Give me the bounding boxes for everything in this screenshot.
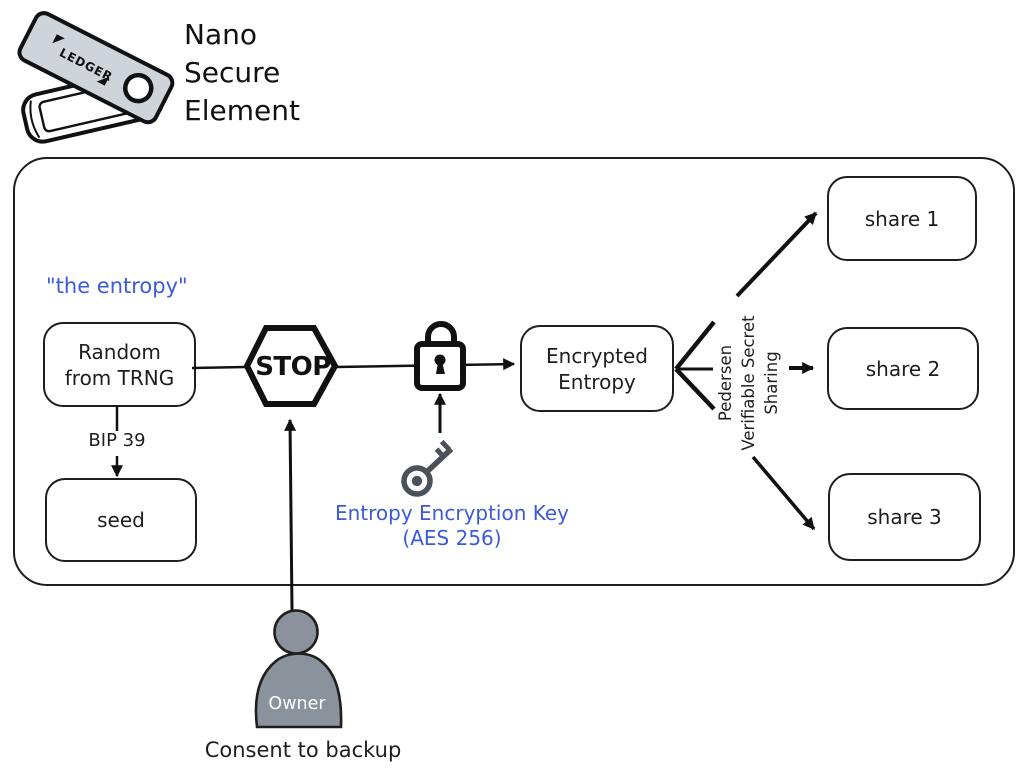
seed-label: seed: [97, 508, 145, 532]
encrypted-line-2: Entropy: [558, 369, 636, 394]
secure-element-boundary: [13, 157, 1015, 586]
ledger-logo-triangle-right: [96, 76, 110, 86]
title-line-3: Element: [184, 94, 300, 127]
encrypted-entropy-box: Encrypted Entropy: [520, 325, 674, 412]
seed-box: seed: [45, 478, 197, 562]
entropy-note: "the entropy": [46, 274, 188, 298]
random-line-2: from TRNG: [64, 365, 175, 390]
share-3-label: share 3: [867, 505, 942, 529]
consent-caption: Consent to backup: [204, 738, 402, 762]
vss-line-2: Verifiable Secret: [739, 315, 758, 451]
share-1-box: share 1: [827, 176, 977, 261]
ledger-device-cover: LEDGER: [17, 11, 175, 125]
key-caption-line-2: (AES 256): [402, 526, 502, 550]
ledger-device-illustration: LEDGER: [17, 11, 175, 144]
share-3-box: share 3: [828, 473, 981, 561]
vss-line-1: Pedersen: [716, 344, 735, 422]
key-caption-line-1: Entropy Encryption Key: [334, 501, 570, 525]
share-1-label: share 1: [864, 206, 940, 231]
entropy-encryption-key-caption: Entropy Encryption Key (AES 256): [311, 501, 593, 551]
encrypted-line-1: Encrypted: [546, 343, 648, 368]
vss-line-3: Sharing: [762, 351, 781, 415]
ledger-swivel-hole: [122, 72, 154, 104]
ledger-device-base: [21, 68, 165, 144]
ledger-brand-text: LEDGER: [57, 46, 115, 85]
owner-body: [254, 652, 343, 729]
page-title: Nano Secure Element: [184, 16, 300, 130]
owner-label: Owner: [268, 694, 326, 714]
title-line-1: Nano: [184, 18, 257, 51]
share-2-box: share 2: [827, 327, 979, 410]
stop-sign-label: STOP: [255, 352, 331, 382]
bip39-label: BIP 39: [88, 430, 146, 451]
ledger-logo-triangle-left: [52, 34, 65, 44]
owner-head: [273, 609, 319, 655]
share-2-label: share 2: [865, 356, 941, 381]
random-from-trng-label: Random from TRNG: [65, 339, 174, 391]
random-from-trng-box: Random from TRNG: [43, 322, 196, 407]
title-line-2: Secure: [184, 56, 281, 89]
encrypted-entropy-label: Encrypted Entropy: [546, 343, 648, 395]
random-line-1: Random: [78, 339, 161, 364]
pedersen-vss-label: Pedersen Verifiable Secret Sharing: [714, 308, 784, 458]
